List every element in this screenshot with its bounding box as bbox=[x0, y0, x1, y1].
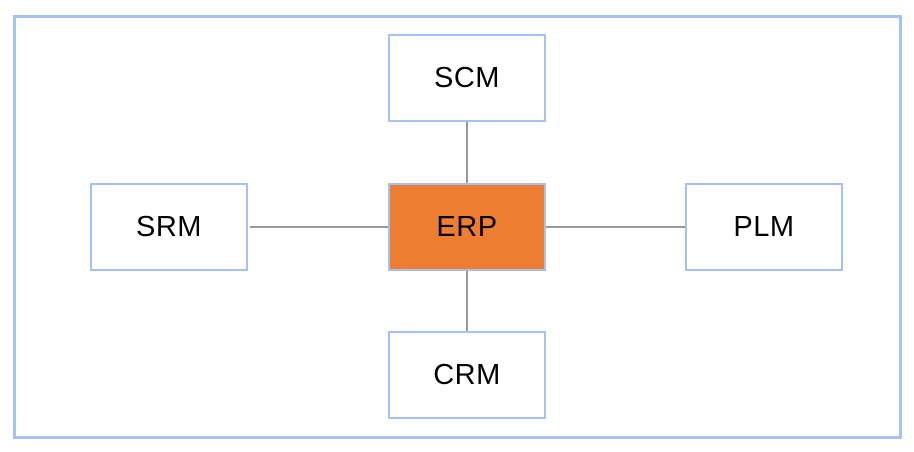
diagram-node-erp: ERP bbox=[388, 183, 546, 271]
connector-erp-srm bbox=[250, 226, 389, 228]
node-label-crm: CRM bbox=[433, 358, 501, 391]
node-label-plm: PLM bbox=[733, 210, 795, 243]
connector-erp-plm bbox=[545, 226, 686, 228]
node-label-erp: ERP bbox=[436, 210, 498, 243]
connector-erp-scm bbox=[466, 122, 468, 184]
diagram-node-plm: PLM bbox=[685, 183, 843, 271]
node-label-scm: SCM bbox=[434, 61, 500, 94]
diagram-node-srm: SRM bbox=[90, 183, 248, 271]
diagram-node-crm: CRM bbox=[388, 331, 546, 419]
connector-erp-crm bbox=[466, 270, 468, 332]
node-label-srm: SRM bbox=[136, 210, 202, 243]
diagram-node-scm: SCM bbox=[388, 34, 546, 122]
